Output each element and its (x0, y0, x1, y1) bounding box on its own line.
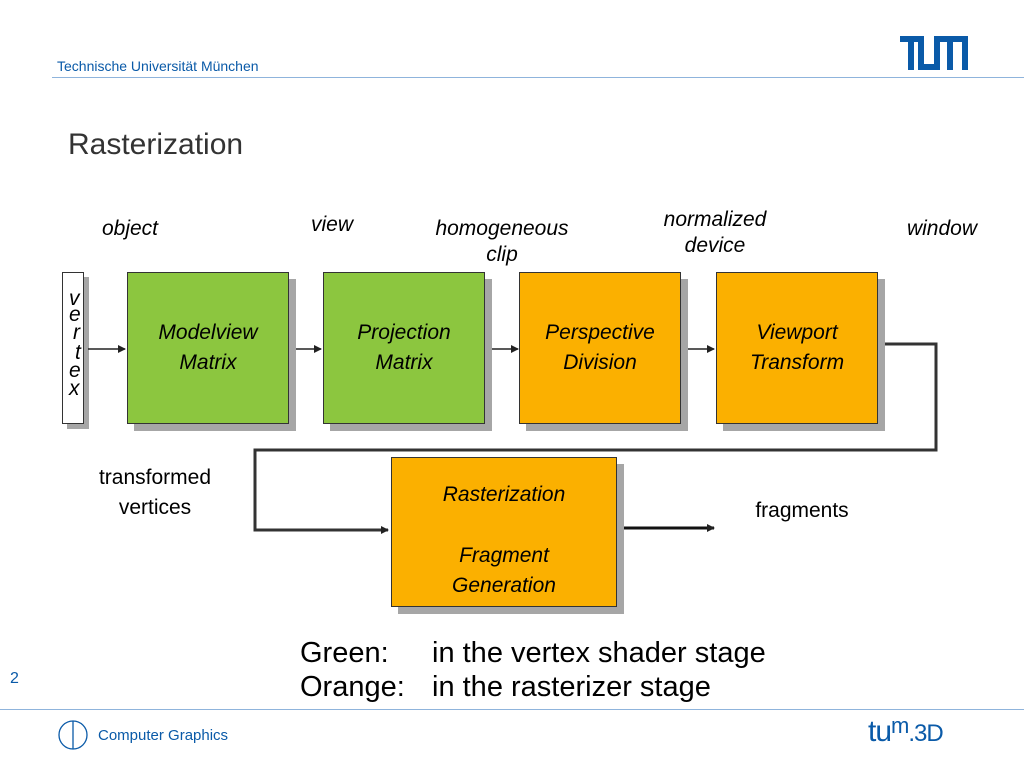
tum3d-logo: tum.3D (868, 713, 944, 748)
label-homogeneous-clip: homogeneous clip (435, 217, 569, 266)
footer-divider (0, 709, 1024, 710)
legend-orange-text: in the rasterizer stage (432, 671, 711, 703)
vertex-letter: t (75, 341, 81, 364)
vertex-strip: v e r t e x (62, 272, 84, 424)
slide-title: Rasterization (68, 128, 244, 161)
transformed-vertices-label: transformed vertices (98, 466, 212, 519)
label-object: object (101, 217, 159, 240)
header-divider (52, 77, 1024, 78)
vertex-letter: v (69, 287, 80, 310)
viewport-transform-box: Viewport Transform (716, 272, 878, 424)
page-number: 2 (10, 670, 19, 687)
arrow-viewport-to-rasterization (253, 342, 938, 534)
label-normalized-device: normalized device (663, 208, 767, 257)
course-name: Computer Graphics (98, 727, 229, 744)
modelview-matrix-box: Modelview Matrix (127, 272, 289, 424)
label-window: window (906, 217, 978, 240)
vertex-letter: x (69, 377, 80, 400)
color-legend: Green: in the vertex shader stage Orange… (300, 636, 766, 704)
projection-matrix-box: Projection Matrix (323, 272, 485, 424)
rasterization-box: Rasterization Fragment Generation (391, 457, 617, 607)
perspective-division-box: Perspective Division (519, 272, 681, 424)
label-view: view (310, 213, 353, 236)
legend-green-text: in the vertex shader stage (432, 637, 766, 669)
legend-orange-key: Orange: (300, 671, 405, 703)
tum-logo-icon (900, 36, 968, 70)
fragments-label: fragments (755, 499, 849, 522)
vertex-letter: e (69, 359, 81, 382)
university-name: Technische Universität München (57, 58, 259, 74)
vertex-letter: e (69, 303, 81, 326)
legend-green-key: Green: (300, 637, 389, 669)
vertex-letter: r (73, 321, 80, 344)
globe-icon (58, 720, 88, 750)
